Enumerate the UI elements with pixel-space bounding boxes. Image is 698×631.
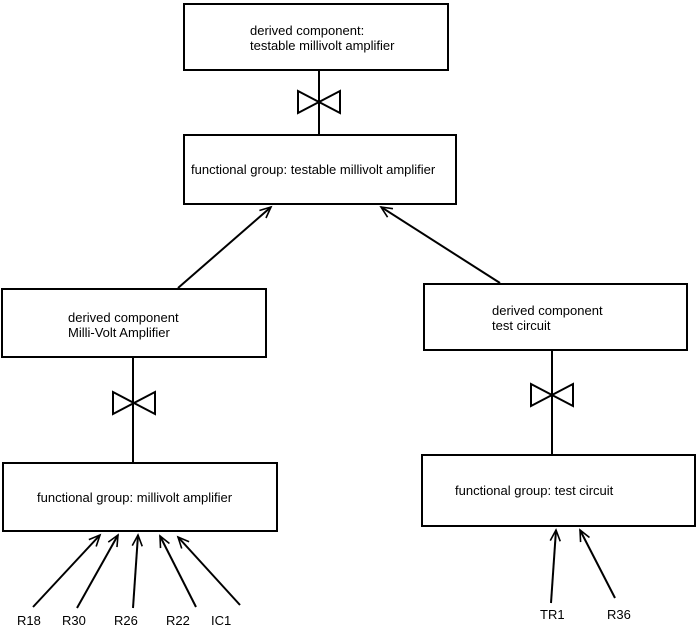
node-label-line: test circuit bbox=[492, 318, 551, 333]
arrow-r22-to-functional-mva bbox=[159, 534, 197, 608]
leaf-component-tr1: TR1 bbox=[540, 607, 565, 622]
arrow-derived-test-to-functional-testable bbox=[379, 205, 501, 284]
arrow-r30-to-functional-mva bbox=[76, 533, 119, 609]
node-label-line: derived component bbox=[492, 303, 603, 318]
node-label: functional group: test circuit bbox=[455, 483, 614, 498]
node-functional-group-test-circuit: functional group: test circuit bbox=[421, 454, 696, 527]
leaf-component-r22: R22 bbox=[166, 613, 190, 628]
node-label: functional group: testable millivolt amp… bbox=[191, 162, 436, 177]
leaf-component-ic1: IC1 bbox=[211, 613, 232, 628]
leaf-component-r18: R18 bbox=[17, 613, 41, 628]
node-derived-test-circuit: derived component test circuit bbox=[423, 283, 688, 351]
arrow-tr1-to-functional-test bbox=[549, 528, 561, 604]
node-label-line: Milli-Volt Amplifier bbox=[68, 325, 170, 340]
arrow-r36-to-functional-test bbox=[579, 528, 616, 599]
node-functional-group-testable-millivolt-amplifier: functional group: testable millivolt amp… bbox=[183, 134, 457, 205]
leaf-component-r36: R36 bbox=[607, 607, 631, 622]
node-label-line: derived component: bbox=[250, 23, 365, 38]
node-derived-testable-millivolt-amplifier: derived component: testable millivolt am… bbox=[183, 3, 449, 71]
leaf-component-r26: R26 bbox=[114, 613, 138, 628]
node-label-line: derived component bbox=[68, 310, 179, 325]
leaf-component-r30: R30 bbox=[62, 613, 86, 628]
node-label-line: testable millivolt amplifier bbox=[250, 38, 395, 53]
arrow-derived-mva-to-functional-testable bbox=[177, 205, 273, 289]
arrow-ic1-to-functional-mva bbox=[176, 535, 241, 606]
node-derived-milli-volt-amplifier: derived component Milli-Volt Amplifier bbox=[1, 288, 267, 358]
bowtie-icon bbox=[297, 89, 341, 115]
bowtie-icon bbox=[112, 390, 156, 416]
arrow-r18-to-functional-mva bbox=[32, 533, 102, 608]
arrow-r26-to-functional-mva bbox=[131, 533, 143, 609]
bowtie-icon bbox=[530, 382, 574, 408]
node-label: functional group: millivolt amplifier bbox=[37, 489, 233, 505]
node-functional-group-millivolt-amplifier: functional group: millivolt amplifier bbox=[2, 462, 278, 532]
